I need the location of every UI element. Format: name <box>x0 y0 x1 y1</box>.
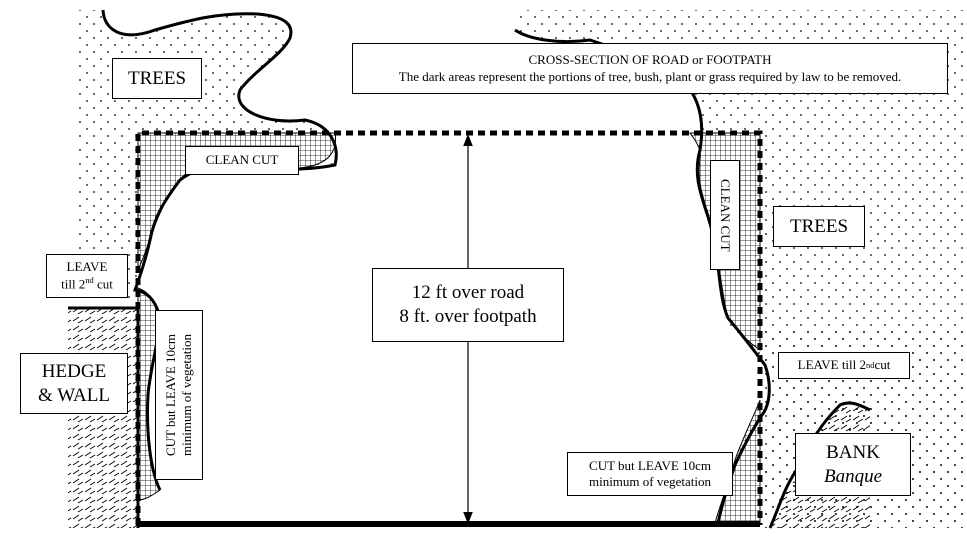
clean-cut-right-label: CLEAN CUT <box>710 160 740 270</box>
cut-bottom-label: CUT but LEAVE 10cm minimum of vegetation <box>567 452 733 496</box>
cut-left-label: CUT but LEAVE 10cm minimum of vegetation <box>155 310 203 480</box>
title-box: CROSS-SECTION OF ROAD or FOOTPATH The da… <box>352 43 948 94</box>
diagram-subtitle: The dark areas represent the portions of… <box>398 68 902 84</box>
trees-right-label: TREES <box>773 206 865 247</box>
clearance-label: 12 ft over road 8 ft. over footpath <box>372 268 564 342</box>
hedge-wall-label: HEDGE & WALL <box>20 353 128 414</box>
leave-left-label: LEAVE till 2nd cut <box>46 254 128 298</box>
bank-label: BANK Banque <box>795 433 911 496</box>
hedge-wall-hatching <box>68 308 138 528</box>
clean-cut-top-label: CLEAN CUT <box>185 146 299 175</box>
trees-left-label: TREES <box>112 58 202 99</box>
diagram-title: CROSS-SECTION OF ROAD or FOOTPATH <box>528 52 772 68</box>
